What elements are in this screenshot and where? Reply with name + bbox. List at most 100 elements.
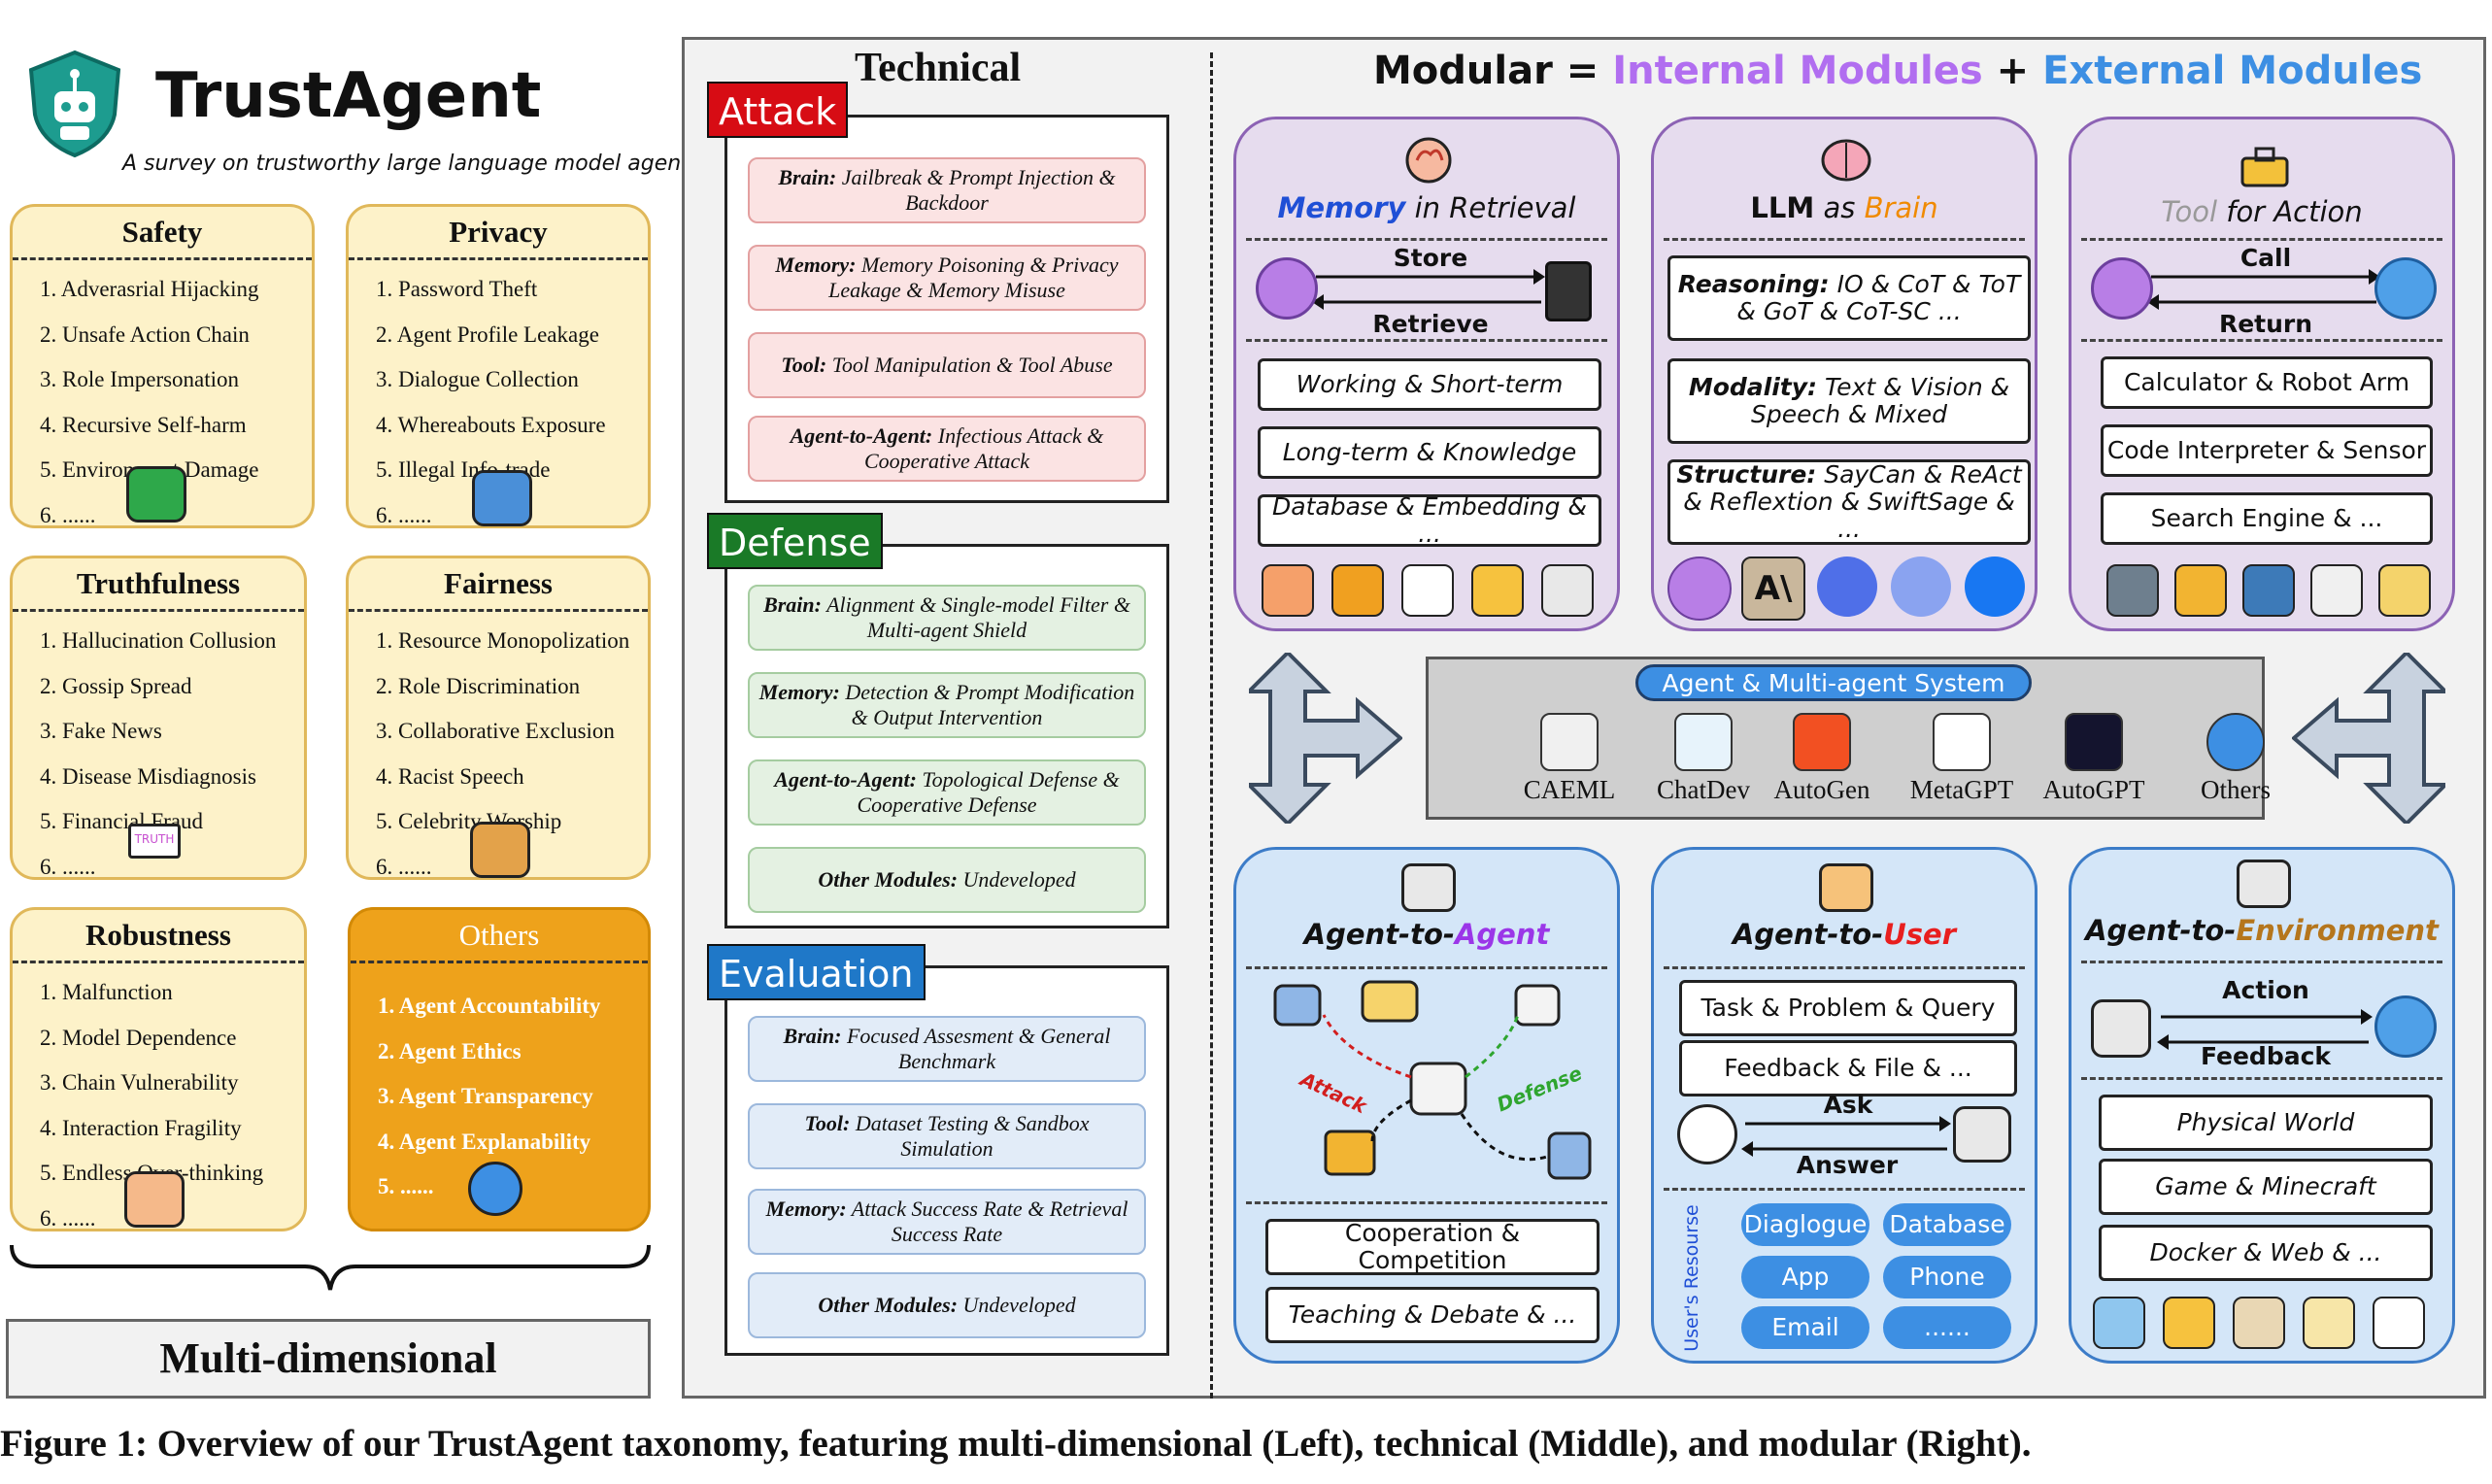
a2e-title-a: Agent-to- — [2085, 914, 2237, 947]
openai-logo-icon — [1256, 257, 1318, 320]
a2a-title: Agent-to-Agent — [1236, 918, 1617, 951]
chip-icon — [1331, 564, 1384, 617]
a2u-item-1: Task & Problem & Query — [1679, 980, 2017, 1036]
tool-divider-1 — [2081, 238, 2442, 241]
system-item-label: ChatDev — [1657, 775, 1750, 804]
a2u-divider-2 — [1664, 1188, 2025, 1191]
llm-structure-body: SayCan & ReAct & Reflextion & SwiftSage … — [1683, 460, 2022, 543]
pickaxe-icon — [2233, 1297, 2285, 1349]
a2e-title-b: Environment — [2236, 914, 2439, 947]
dimension-item: 4. Interaction Fragility — [40, 1115, 242, 1140]
notebook-icon — [1401, 564, 1454, 617]
defense-item: Other Modules: Undeveloped — [748, 847, 1146, 913]
attack-item-head: Memory: — [775, 253, 857, 277]
evaluation-item-head: Other Modules: — [818, 1293, 959, 1317]
dimension-item: 3. Dialogue Collection — [376, 367, 579, 391]
a2u-people-icon — [1819, 863, 1873, 912]
evaluation-item-head: Memory: — [765, 1197, 847, 1221]
dimension-item: 2. Agent Ethics — [378, 1038, 522, 1063]
gemini-icon — [1891, 556, 1951, 617]
dimension-divider — [349, 609, 648, 612]
system-item-label: Others — [2201, 775, 2271, 804]
llm-brain-icon — [1821, 139, 1871, 182]
globe-icon — [2374, 257, 2437, 320]
a2u-item-2: Feedback & File & ... — [1679, 1040, 2017, 1096]
memory-item-3: Database & Embedding & ... — [1258, 493, 1601, 548]
a2e-globe-icon — [2374, 995, 2437, 1058]
resource-more: ...... — [1883, 1306, 2011, 1349]
left-brace — [10, 1244, 651, 1291]
dimension-title: Robustness — [85, 918, 231, 952]
defense-item: Memory: Detection & Prompt Modification … — [748, 672, 1146, 738]
defense-item-body: Detection & Prompt Modification & Output… — [845, 680, 1135, 729]
memory-divider-1 — [1246, 238, 1607, 241]
world-network-icon — [2093, 1297, 2145, 1349]
memory-title: Memory in Retrieval — [1236, 191, 1617, 224]
binary-code-icon — [1541, 564, 1594, 617]
dimension-item: 2. Unsafe Action Chain — [40, 321, 250, 347]
attack-item: Tool: Tool Manipulation & Tool Abuse — [748, 332, 1146, 398]
sd-card-icon — [1545, 261, 1592, 321]
attack-item-body: Infectious Attack & Cooperative Attack — [863, 423, 1104, 473]
truth-sign-text: TRUTH — [134, 832, 175, 846]
llm-structure-box: Structure: SayCan & ReAct & Reflextion &… — [1667, 459, 2031, 545]
a2e-env-icons — [2093, 1293, 2442, 1351]
user-resource-label: User's Resourse — [1681, 1204, 1702, 1352]
dimension-item: 3. Fake News — [40, 719, 162, 743]
tool-item-3: Search Engine & ... — [2101, 492, 2433, 545]
a2e-item-3: Docker & Web & ... — [2099, 1225, 2433, 1281]
metagpt-icon — [1933, 713, 1991, 771]
llm-reasoning-box: Reasoning: IO & CoT & ToT & GoT & CoT-SC… — [1667, 255, 2031, 341]
resource-phone: Phone — [1883, 1256, 2011, 1298]
a2u-title-b: User — [1883, 918, 1957, 951]
dimension-item: 6. ...... — [376, 854, 432, 879]
dimension-item: 6. ...... — [376, 502, 432, 527]
tool-openai-icon — [2091, 257, 2153, 320]
dimension-item: 3. Agent Transparency — [378, 1084, 593, 1108]
dimension-item: 6. ...... — [40, 502, 96, 527]
a2u-flow-arrows — [1741, 1116, 1951, 1157]
attack-item-body: Memory Poisoning & Privacy Leakage & Mem… — [828, 253, 1119, 302]
internal-modules-label: Internal Modules — [1612, 49, 1983, 93]
memory-flow-arrows — [1312, 269, 1545, 310]
dimension-title: Others — [458, 918, 540, 952]
caeml-camel-icon — [1540, 713, 1599, 771]
attack-item: Brain: Jailbreak & Prompt Injection & Ba… — [748, 157, 1146, 223]
figure-caption: Figure 1: Overview of our TrustAgent tax… — [0, 1423, 2032, 1465]
llm-modality-head: Modality: — [1688, 373, 1818, 401]
a2e-robot-icon — [2091, 999, 2151, 1058]
dimension-item: 3. Chain Vulnerability — [40, 1070, 239, 1095]
dimension-item: 2. Model Dependence — [40, 1025, 237, 1050]
right-cross-arrow-icon — [2292, 653, 2445, 824]
a2e-network-icon — [2237, 860, 2291, 908]
dimension-divider — [13, 257, 312, 260]
attack-item-head: Agent-to-Agent: — [790, 423, 933, 448]
tool-title: Tool for Action — [2071, 195, 2452, 228]
autogpt-icon — [2065, 713, 2123, 771]
dimension-divider — [349, 257, 648, 260]
tool-module-card: Tool for Action Call Return Calculator &… — [2069, 117, 2455, 631]
attack-section-label: Attack — [707, 82, 849, 138]
llm-title-c: Brain — [1864, 191, 1938, 224]
web-search-icon — [2378, 564, 2431, 617]
autogen-icon — [1793, 713, 1851, 771]
deepseek-icon — [1817, 556, 1877, 617]
memory-retrieve-label: Retrieve — [1372, 310, 1489, 338]
defense-item-body: Alignment & Single-model Filter & Multi-… — [826, 592, 1130, 642]
a2a-item-2: Teaching & Debate & ... — [1265, 1287, 1600, 1343]
agent-to-agent-card: Agent-to-Agent Attack Defense Cooperatio… — [1233, 847, 1620, 1364]
a2a-item-1: Cooperation & Competition — [1265, 1219, 1600, 1275]
code-window-icon — [2303, 1297, 2355, 1349]
evaluation-item: Other Modules: Undeveloped — [748, 1272, 1146, 1338]
dimension-item: 4. Whereabouts Exposure — [376, 412, 606, 437]
chatdev-icon — [1674, 713, 1733, 771]
tool-item-2: Code Interpreter & Sensor — [2101, 424, 2433, 477]
calculator-icon — [2106, 564, 2159, 617]
a2a-robot-icon — [1401, 863, 1456, 912]
